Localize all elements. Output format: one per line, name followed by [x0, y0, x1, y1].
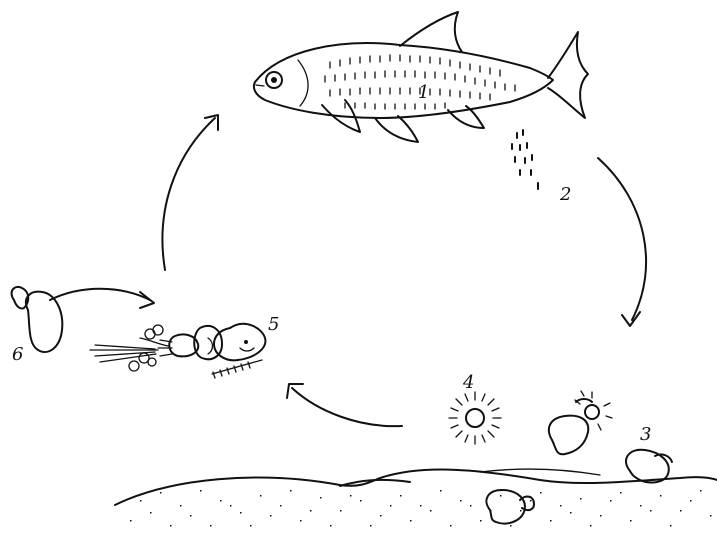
arrow-free-stage-to-host — [287, 384, 402, 426]
spores-illustration — [512, 130, 538, 189]
cyst-hatching-illustration — [549, 391, 612, 454]
label-4: 4 — [462, 372, 474, 393]
cyst-on-bottom-illustration — [486, 490, 534, 524]
sediment-bottom — [115, 469, 717, 527]
fish-illustration — [254, 12, 588, 142]
arrow-cyst-to-host — [50, 289, 154, 308]
arrow-fish-to-spores — [598, 158, 646, 326]
label-3: 3 — [640, 424, 651, 445]
label-1: 1 — [418, 82, 429, 103]
cyst-sediment-illustration — [626, 450, 672, 483]
crustacean-host-illustration — [90, 324, 265, 378]
label-5: 5 — [268, 314, 279, 335]
free-stage-4-illustration — [449, 392, 501, 444]
cyst-6-illustration — [12, 287, 63, 352]
arrow-host-to-fish — [162, 115, 218, 270]
label-6: 6 — [12, 344, 23, 365]
label-2: 2 — [559, 184, 571, 205]
